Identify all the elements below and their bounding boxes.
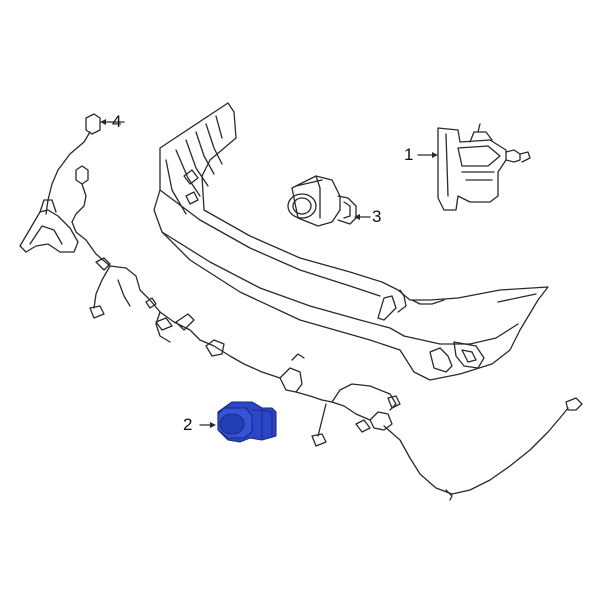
- parking-sensor-line-art: [287, 175, 357, 227]
- bumper-cover: [153, 102, 549, 381]
- sensor-bracket: [437, 123, 531, 211]
- leader-lines: [101, 121, 437, 426]
- callout-3: 3: [372, 207, 382, 226]
- callout-4: 4: [112, 112, 122, 131]
- callout-1: 1: [404, 145, 414, 164]
- arrowheads: [100, 119, 438, 428]
- wiring-harness: [19, 113, 583, 501]
- highlighted-parking-sensor: [217, 401, 277, 443]
- callout-2: 2: [183, 415, 193, 434]
